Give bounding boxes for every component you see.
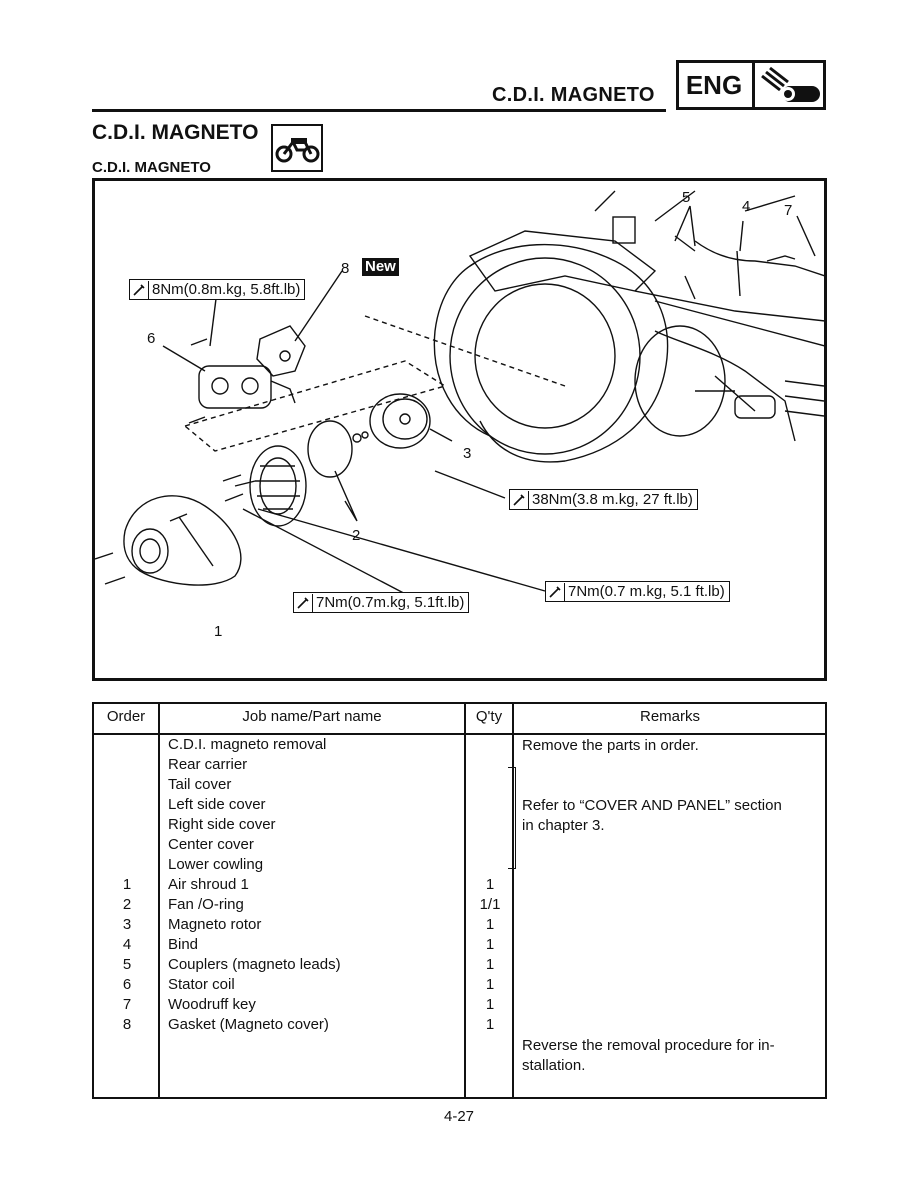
remark-refer-line2: in chapter 3. — [522, 817, 605, 834]
remarks-bracket — [508, 767, 516, 869]
table-row: Left side cover — [168, 796, 266, 813]
eng-badge-box — [676, 60, 826, 110]
callout-6: 6 — [147, 330, 155, 347]
eng-badge-label: ENG — [685, 69, 743, 100]
page-subtitle: C.D.I. MAGNETO — [92, 159, 211, 176]
torque-wrench-icon — [294, 593, 313, 612]
header-remarks: Remarks — [639, 708, 700, 725]
page-number: 4-27 — [443, 1108, 475, 1125]
remark-reverse-line1: Reverse the removal procedure for in- — [522, 1037, 775, 1054]
table-header-rule — [94, 733, 825, 735]
motorcycle-icon — [271, 124, 323, 172]
remark-remove-order: Remove the parts in order. — [522, 737, 699, 754]
torque-label-rotor: 38Nm(3.8 m.kg, 27 ft.lb) — [509, 489, 698, 510]
exploded-diagram-art: 1 2 3 4 5 6 7 8 — [95, 189, 824, 640]
table-row: Lower cowling — [168, 856, 264, 873]
torque-wrench-icon — [510, 490, 529, 509]
table-row: Tail cover — [168, 776, 232, 793]
table-divider — [158, 704, 160, 1097]
new-badge: New — [362, 258, 399, 276]
engine-icon — [758, 64, 824, 106]
torque-wrench-icon — [546, 582, 565, 601]
header-qty: Q'ty — [475, 708, 503, 725]
callout-8: 8 — [341, 260, 349, 277]
callout-3: 3 — [463, 445, 471, 462]
table-row: Right side cover — [168, 816, 276, 833]
callout-7: 7 — [784, 202, 792, 219]
torque-label-stator: 8Nm(0.8m.kg, 5.8ft.lb) — [129, 279, 306, 300]
exploded-diagram: 1 2 3 4 5 6 7 8 New 8Nm(0.8m.kg, 5.8ft.l… — [92, 178, 827, 681]
table-row: Center cover — [168, 836, 254, 853]
eng-badge-divider — [752, 60, 755, 110]
callout-2: 2 — [352, 527, 360, 544]
header-section-title: C.D.I. MAGNETO — [492, 84, 655, 106]
remark-reverse-line2: stallation. — [522, 1057, 586, 1074]
remark-refer-line1: Refer to “COVER AND PANEL” section — [522, 797, 782, 814]
callout-1: 1 — [214, 623, 222, 640]
table-row: C.D.I. magneto removal — [168, 736, 327, 753]
header-order: Order — [106, 708, 146, 725]
torque-label-shroud: 7Nm(0.7m.kg, 5.1ft.lb) — [293, 592, 470, 613]
callout-5: 5 — [682, 189, 690, 206]
header-name: Job name/Part name — [242, 708, 382, 725]
page-title: C.D.I. MAGNETO — [92, 121, 259, 144]
table-row: Rear carrier — [168, 756, 248, 773]
table-divider — [464, 704, 466, 1097]
torque-wrench-icon — [130, 280, 149, 299]
callout-4: 4 — [742, 198, 750, 215]
table-divider — [512, 704, 514, 1097]
torque-label-fan: 7Nm(0.7 m.kg, 5.1 ft.lb) — [545, 581, 730, 602]
header-rule — [92, 109, 666, 112]
parts-table: Order Job name/Part name Q'ty Remarks C.… — [92, 702, 827, 1099]
